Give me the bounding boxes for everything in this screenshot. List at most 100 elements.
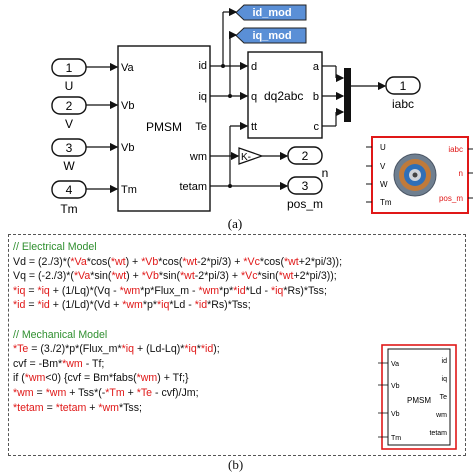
code-token: = (25, 284, 38, 297)
inport-1[interactable]: 1 U (51, 58, 87, 93)
svg-text:iq: iq (198, 91, 207, 103)
inport-3[interactable]: 3 W (51, 138, 87, 173)
code-token: *wm (45, 386, 67, 399)
code-token: <0) {cvf = Bm*fabs( (45, 372, 137, 385)
code-line: Vd = (2./3)*(*Va*cos(*wt) + *Vb*cos(*wt-… (13, 255, 342, 270)
outport-iabc[interactable]: 1 iabc (385, 76, 421, 111)
gain-block[interactable]: K- (238, 147, 264, 165)
code-line: *Te = (3./2)*p*(Flux_m**iq + (Ld-Lq)**iq… (13, 342, 342, 357)
small-pmsm-block[interactable]: Va Vb Vb Tm PMSM id iq Te wm tetam (376, 343, 464, 453)
outport-n[interactable]: 2 n (287, 146, 328, 180)
code-token: ) + (126, 270, 142, 283)
code-token: *wt (278, 270, 294, 283)
code-token: + (1/Ld)*(Vd + (49, 299, 123, 312)
code-token: *Ld - (245, 284, 271, 297)
code-token: *id (233, 284, 246, 297)
svg-text:Tm: Tm (60, 202, 77, 216)
code-token: *wm (24, 372, 46, 385)
outport-pos-m[interactable]: 3 pos_m (287, 176, 323, 211)
code-token: *wt (180, 270, 195, 283)
svg-text:tetam: tetam (429, 430, 447, 437)
code-token: *Vb (141, 270, 159, 283)
code-token: * (196, 343, 201, 356)
code-token: *Vb (141, 255, 159, 268)
svg-text:U: U (65, 79, 74, 93)
code-line: *iq = *iq + (1/Lq)*(Vq - *wm*p*Flux_m - … (13, 284, 342, 299)
svg-text:Va: Va (391, 361, 399, 368)
code-token: *wm (122, 299, 143, 312)
code-token: + (86, 401, 99, 414)
svg-text:pos_m: pos_m (287, 197, 323, 211)
code-line: *tetam = *tetam + *wm*Tss; (13, 401, 342, 416)
code-token: *Tss; (119, 401, 142, 414)
code-token: cvf = -Bm* (13, 357, 63, 370)
svg-text:iabc: iabc (448, 145, 463, 154)
code-token: *tetam (13, 401, 44, 414)
code-token: *Te (136, 386, 153, 399)
pmsm-block[interactable]: Va Vb Vb Tm PMSM id iq Te wm tetam (117, 45, 211, 212)
code-token: *iq (270, 284, 284, 297)
code-token: = (33, 386, 46, 399)
svg-text:Va: Va (121, 62, 135, 74)
code-line: *wm = *wm + Tss*(-*Tm + *Te - cvf)/Jm; (13, 386, 342, 401)
code-token: *Va (73, 270, 91, 283)
svg-text:2: 2 (66, 99, 73, 113)
code-token: +2*pi/3)); (293, 270, 337, 283)
svg-text:2: 2 (302, 149, 309, 163)
svg-text:iq: iq (442, 376, 448, 383)
code-token: *sin( (90, 270, 112, 283)
svg-text:c: c (314, 121, 320, 133)
code-token: *id (13, 299, 26, 312)
code-token: *wt (182, 255, 198, 268)
code-box (8, 234, 466, 456)
svg-text:U: U (380, 143, 386, 152)
code-token: ) + Tf;} (157, 372, 189, 385)
code-token: *Rs)*Tss; (207, 299, 251, 312)
svg-text:a: a (313, 61, 320, 73)
svg-text:3: 3 (302, 179, 309, 193)
code-token: *id (37, 299, 50, 312)
code-token: ); (213, 343, 220, 356)
code-token: *Rs)*Tss; (283, 284, 327, 297)
mux-bar[interactable] (344, 68, 351, 122)
svg-text:1: 1 (66, 61, 73, 75)
svg-text:V: V (380, 162, 386, 171)
code-token: + (124, 386, 137, 399)
masked-port-stubs (366, 146, 473, 203)
svg-text:Vb: Vb (121, 142, 134, 154)
code-token: *iq (13, 284, 26, 297)
goto-iq-mod[interactable]: iq_mod (235, 27, 307, 44)
dq2abc-block[interactable]: d q tt dq2abc a b c (247, 51, 323, 139)
svg-text:Tm: Tm (391, 435, 401, 442)
svg-text:3: 3 (66, 141, 73, 155)
code-token: *Tm (105, 386, 125, 399)
svg-text:K-: K- (241, 152, 251, 163)
code-token: + Tss*(- (66, 386, 106, 399)
svg-text:W: W (63, 159, 75, 173)
code-token: *p* (219, 284, 234, 297)
inport-2[interactable]: 2 V (51, 96, 87, 131)
code-token: -2*pi/3) + (194, 270, 242, 283)
masked-pmsm-block[interactable]: U V W Tm iabc n pos_m (371, 136, 469, 214)
svg-text:1: 1 (400, 79, 407, 93)
code-token: if ( (13, 372, 25, 385)
code-token: // Mechanical Model (13, 328, 108, 341)
pmsm-output-wires (210, 7, 289, 191)
svg-text:tt: tt (251, 121, 257, 133)
code-token: ) + (125, 255, 142, 268)
motor-icon (393, 153, 437, 197)
code-token: *iq (157, 299, 170, 312)
code-token: *Ld - (169, 299, 195, 312)
inport-4[interactable]: 4 Tm (51, 180, 87, 216)
code-token: *cos( (259, 255, 285, 268)
code-token: *sin( (257, 270, 279, 283)
code-token: = (3./2)*p*(Flux_m* (28, 343, 122, 356)
svg-text:id_mod: id_mod (252, 7, 291, 19)
goto-id-mod[interactable]: id_mod (235, 4, 307, 21)
svg-text:V: V (65, 117, 73, 131)
code-line: *id = *id + (1/Ld)*(Vd + *wm*p**iq*Ld - … (13, 298, 342, 313)
code-token: *wm (119, 284, 141, 297)
code-token: - cvf)/Jm; (152, 386, 199, 399)
